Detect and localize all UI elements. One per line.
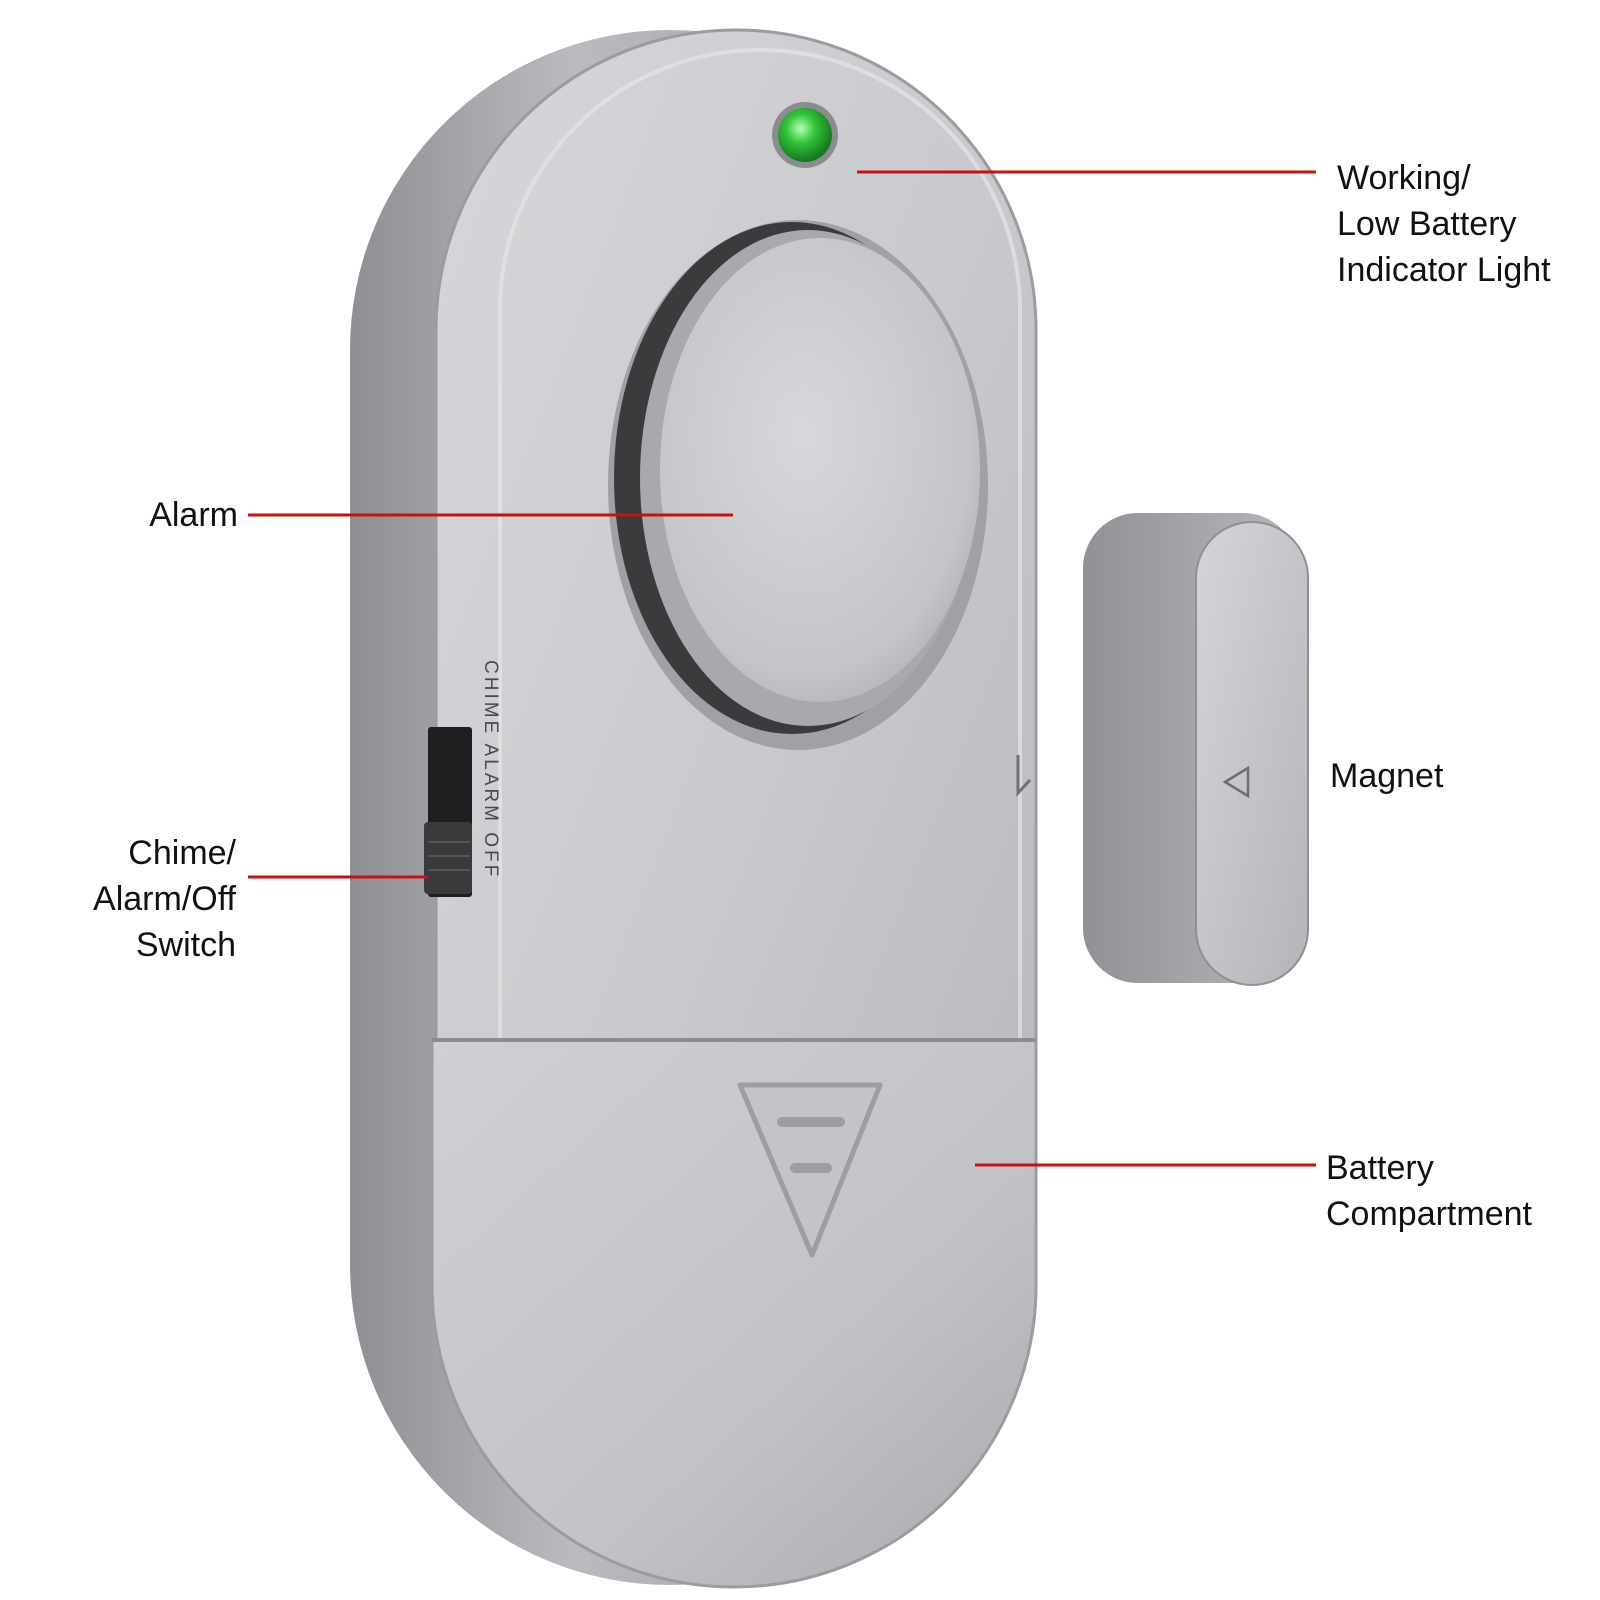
- callout-switch: Chime/ Alarm/Off Switch: [93, 830, 236, 968]
- callout-line: Low Battery: [1337, 205, 1517, 243]
- alignment-mark: [1016, 755, 1032, 797]
- callout-line: Chime/: [128, 834, 236, 872]
- callout-line: Indicator Light: [1337, 251, 1551, 289]
- green-led-icon: [772, 102, 838, 168]
- battery-cover: [430, 1038, 1038, 1589]
- callout-line: Battery: [1326, 1149, 1434, 1187]
- callout-alarm: Alarm: [149, 492, 238, 538]
- callout-line: Switch: [135, 926, 236, 964]
- callout-line: Alarm/Off: [93, 880, 236, 918]
- magnet-unit: [1083, 513, 1309, 986]
- callout-magnet: Magnet: [1330, 753, 1443, 799]
- alarm-speaker: [608, 220, 988, 750]
- callout-line: Working/: [1337, 159, 1471, 197]
- magnet-face: [1195, 521, 1309, 986]
- callout-indicator-light: Working/ Low Battery Indicator Light: [1337, 155, 1551, 293]
- switch-position-text: CHIME ALARM OFF: [480, 660, 501, 879]
- leader-lines: [248, 170, 1316, 1167]
- callout-battery-compartment: Battery Compartment: [1326, 1145, 1532, 1237]
- slide-switch-icon: [424, 727, 472, 897]
- small-triangle-icon: [1222, 765, 1250, 799]
- callout-line: Alarm: [149, 496, 238, 534]
- alarm-unit: CHIME ALARM OFF: [350, 28, 1038, 1589]
- callout-line: Compartment: [1326, 1195, 1532, 1233]
- callout-line: Magnet: [1330, 757, 1444, 795]
- triangle-arrow-icon: [737, 1082, 883, 1258]
